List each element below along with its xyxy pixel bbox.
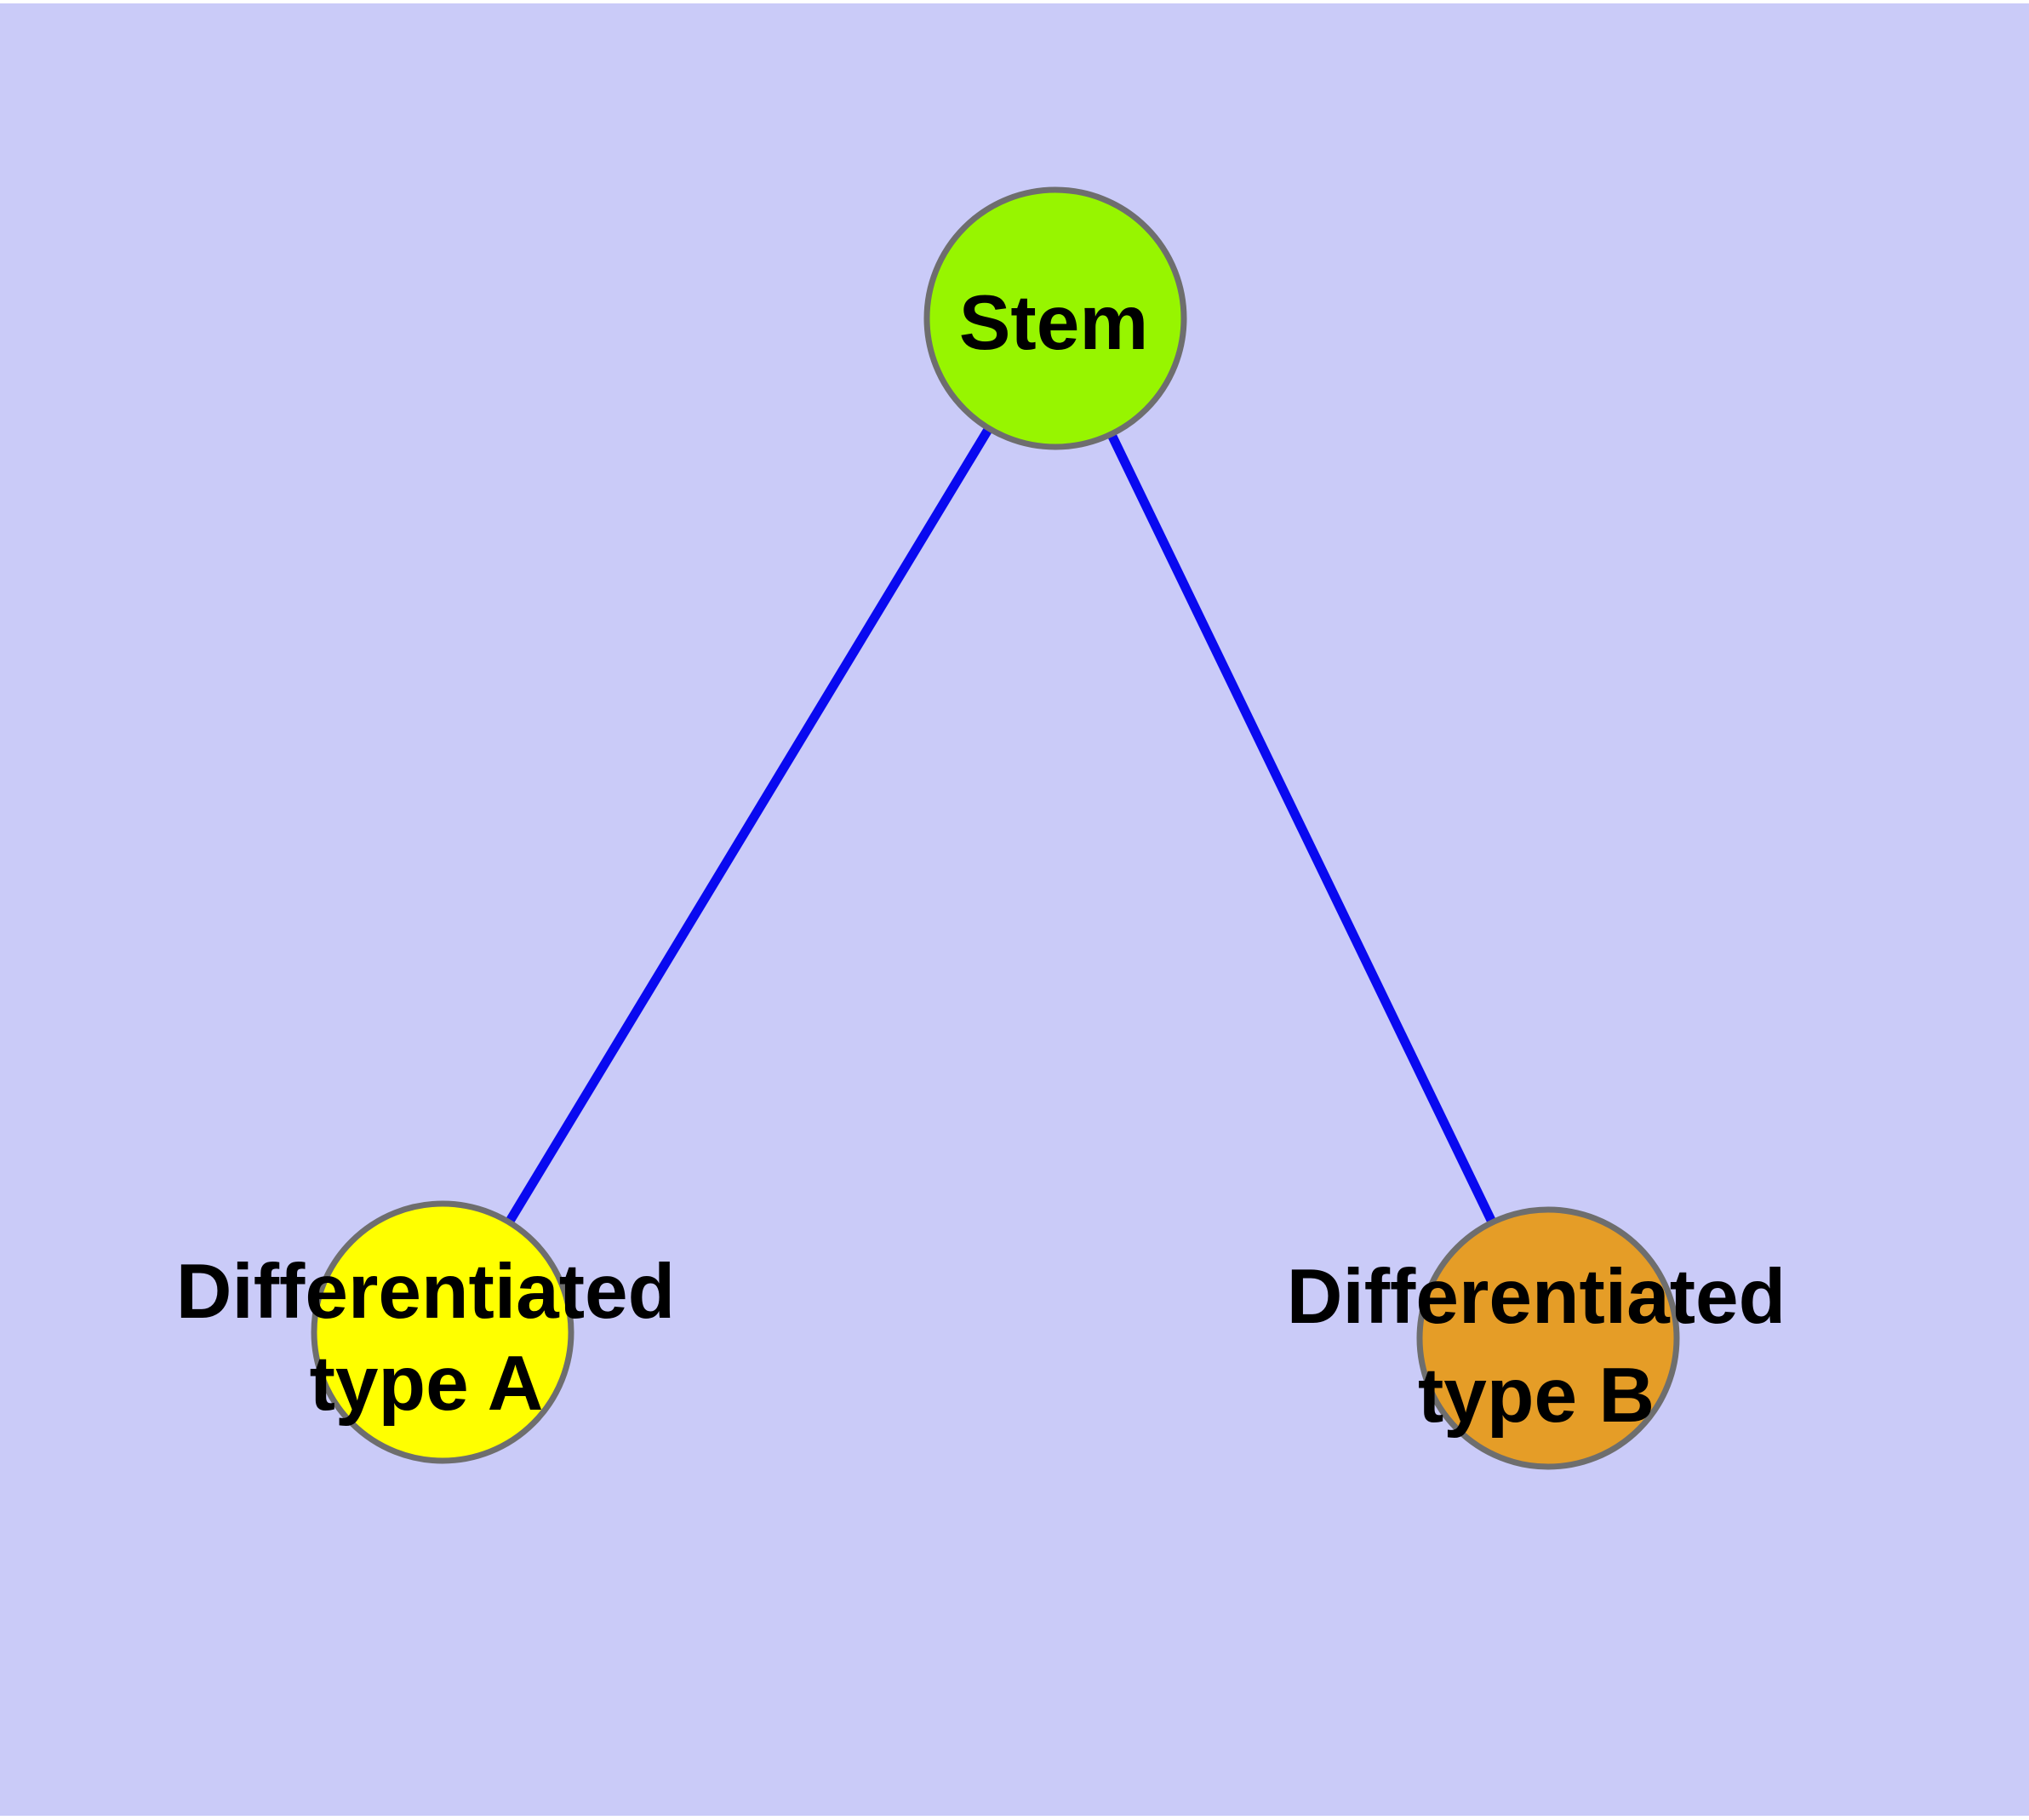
node-type-b-label-line-1: Differentiated: [1287, 1254, 1786, 1340]
node-differentiated-type-a: [311, 1200, 574, 1464]
edge-stem-to-type-b: [1051, 316, 1552, 1341]
node-labels: Stem Differentiated type A Differentiate…: [176, 280, 1786, 1439]
node-type-a-label-line-1: Differentiated: [176, 1249, 676, 1335]
edges: [438, 316, 1552, 1341]
edge-stem-to-type-a: [438, 316, 1060, 1335]
node-stem-label: Stem: [959, 280, 1149, 366]
node-type-b-label-line-2: type B: [1418, 1353, 1655, 1439]
node-stem: [923, 186, 1187, 450]
node-type-a-label-line-2: type A: [310, 1341, 544, 1427]
nodes: [311, 186, 1680, 1470]
node-differentiated-type-b: [1416, 1206, 1680, 1470]
